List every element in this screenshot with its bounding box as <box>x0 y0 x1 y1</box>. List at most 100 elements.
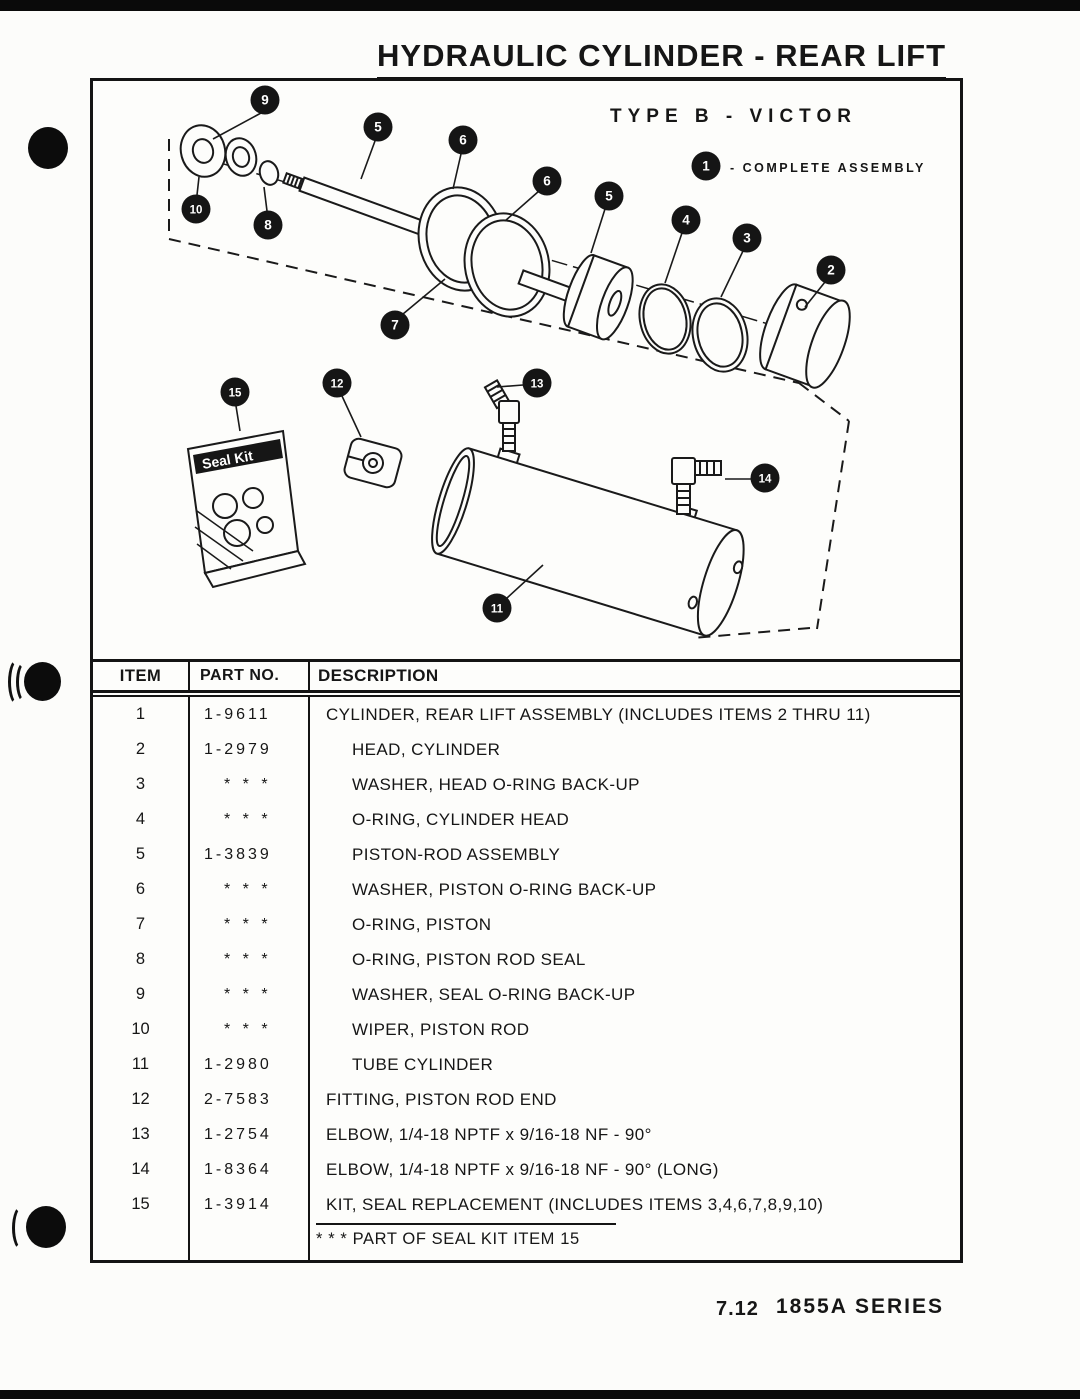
cylinder-tube-part <box>431 447 745 637</box>
callout-number: 13 <box>531 379 544 391</box>
callout-number: 12 <box>331 379 344 391</box>
elbow-short-part <box>483 378 520 452</box>
piston-part <box>562 254 634 341</box>
item-number: 1 <box>93 697 190 733</box>
page-number: 7.12 <box>716 1298 759 1320</box>
callout-number: 8 <box>264 218 272 233</box>
assembly-outline-dashes <box>168 139 850 639</box>
item-number: 11 <box>93 1047 190 1083</box>
page-title: HYDRAULIC CYLINDER - REAR LIFT <box>377 38 947 82</box>
item-number: 9 <box>93 977 190 1013</box>
footnote-item-cell <box>93 1222 190 1260</box>
part-description: PISTON-ROD ASSEMBLY <box>352 844 561 864</box>
head-backup-washer-part <box>691 297 749 373</box>
callout-number: 4 <box>682 213 690 228</box>
callout-number: 14 <box>759 474 772 486</box>
col-header-item: ITEM <box>93 662 190 691</box>
footnote-rule <box>316 1223 616 1226</box>
callout-number: 9 <box>261 93 269 108</box>
callout-number: 3 <box>743 231 751 246</box>
cylinder-head-oring-part <box>638 283 692 355</box>
callout-number: 6 <box>543 174 551 189</box>
part-description: WIPER, PISTON ROD <box>352 1019 530 1039</box>
item-number: 14 <box>93 1152 190 1188</box>
item-number: 6 <box>93 872 190 908</box>
leader-lines <box>196 112 826 599</box>
part-number: 1-2754 <box>190 1117 310 1153</box>
header-divider <box>93 695 960 698</box>
part-description: WASHER, PISTON O-RING BACK-UP <box>352 879 657 899</box>
table-row: 9* * *WASHER, SEAL O-RING BACK-UP <box>93 977 960 1013</box>
scan-edge-top <box>0 0 1080 11</box>
part-number: 1-3839 <box>190 837 310 873</box>
callout-balloon-14 <box>750 463 780 493</box>
part-description: HEAD, CYLINDER <box>352 739 501 759</box>
callout-number: 2 <box>827 263 835 278</box>
item-number: 10 <box>93 1012 190 1048</box>
part-number: 2-7583 <box>190 1082 310 1118</box>
item-number: 8 <box>93 942 190 978</box>
part-description: O-RING, PISTON <box>352 914 492 934</box>
binder-hole <box>26 1206 66 1248</box>
callout-balloon-3 <box>732 223 762 253</box>
callout-balloon-5 <box>363 112 393 142</box>
part-number: 1-3914 <box>190 1187 310 1223</box>
table-row: 4* * * O-RING, CYLINDER HEAD <box>93 802 960 838</box>
table-row: 3* * *WASHER, HEAD O-RING BACK-UP <box>93 767 960 803</box>
scan-edge-bottom <box>0 1390 1080 1399</box>
callout-balloon-10 <box>181 194 211 224</box>
binder-hole-mark <box>16 661 34 703</box>
exploded-diagram: Seal Kit <box>168 85 926 639</box>
callout-number: 6 <box>459 133 467 148</box>
item-number: 15 <box>93 1187 190 1223</box>
item-number: 5 <box>93 837 190 873</box>
piston-rod-part <box>282 172 432 238</box>
table-footnote-row: * * * PART OF SEAL KIT ITEM 15 <box>93 1222 960 1260</box>
cylinder-head-part <box>759 283 851 389</box>
item-number: 12 <box>93 1082 190 1118</box>
binder-hole <box>28 127 68 169</box>
binder-hole-mark <box>12 1205 32 1251</box>
table-row: 10* * * WIPER, PISTON ROD <box>93 1012 960 1048</box>
type-label: TYPE B - VICTOR <box>610 106 857 127</box>
callout-number: 11 <box>491 604 504 616</box>
table-header-row: ITEM PART NO. DESCRIPTION <box>93 662 960 694</box>
part-description: O-RING, CYLINDER HEAD <box>352 809 570 829</box>
item-number: 4 <box>93 802 190 838</box>
col-header-part-no: PART NO. <box>190 662 310 691</box>
part-number: * * * <box>190 767 310 803</box>
callout-balloon-2 <box>816 255 846 285</box>
part-number: * * * <box>190 802 310 838</box>
callout-balloon-6 <box>448 125 478 155</box>
part-description: TUBE CYLINDER <box>352 1054 494 1074</box>
callout-number: 10 <box>190 205 203 217</box>
callout-balloon-9 <box>250 85 280 115</box>
callout-balloon-4 <box>671 205 701 235</box>
callout-balloon-8 <box>253 210 283 240</box>
callout-balloon-15 <box>220 377 250 407</box>
item-number: 3 <box>93 767 190 803</box>
part-description: ELBOW, 1/4-18 NPTF x 9/16-18 NF - 90° <box>326 1124 652 1144</box>
rod-seal-oring-part <box>258 160 280 186</box>
part-number: * * * <box>190 1012 310 1048</box>
part-description: ELBOW, 1/4-18 NPTF x 9/16-18 NF - 90° (L… <box>326 1159 719 1179</box>
complete-assembly-label: - COMPLETE ASSEMBLY <box>730 161 926 175</box>
footnote: * * * PART OF SEAL KIT ITEM 15 <box>316 1230 580 1249</box>
item-number: 13 <box>93 1117 190 1153</box>
part-description: O-RING, PISTON ROD SEAL <box>352 949 586 969</box>
callout-number: 5 <box>605 189 613 204</box>
part-number: 1-2980 <box>190 1047 310 1083</box>
table-row: 8* * *O-RING, PISTON ROD SEAL <box>93 942 960 978</box>
table-row: 6* * *WASHER, PISTON O-RING BACK-UP <box>93 872 960 908</box>
retainer-washer-part <box>179 124 227 178</box>
